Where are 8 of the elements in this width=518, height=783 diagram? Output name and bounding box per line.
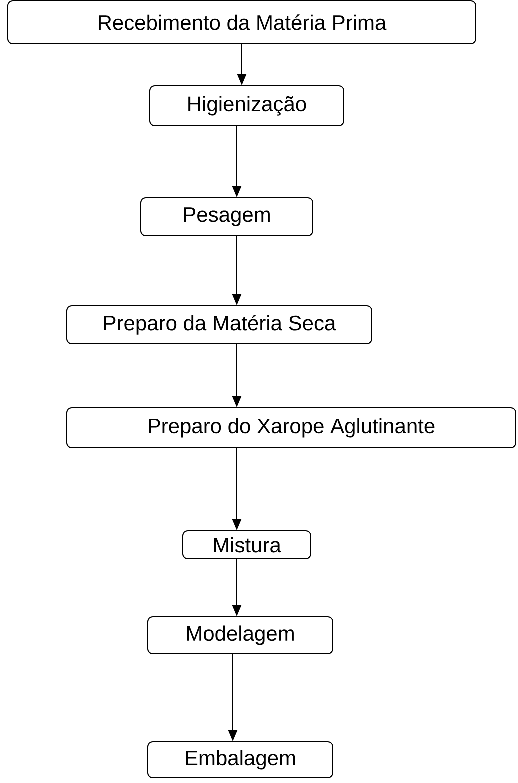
process-box: Preparo do Xarope Aglutinante <box>66 408 516 448</box>
process-box: Mistura <box>182 530 312 560</box>
process-box: Recebimento da Matéria Prima <box>8 0 476 44</box>
process-box: Pesagem <box>140 198 314 236</box>
process-box: Higienização <box>150 86 344 126</box>
process-box: Preparo da Matéria Seca <box>66 306 372 344</box>
process-box: Embalagem <box>148 742 334 778</box>
process-box: Modelagem <box>148 616 334 654</box>
